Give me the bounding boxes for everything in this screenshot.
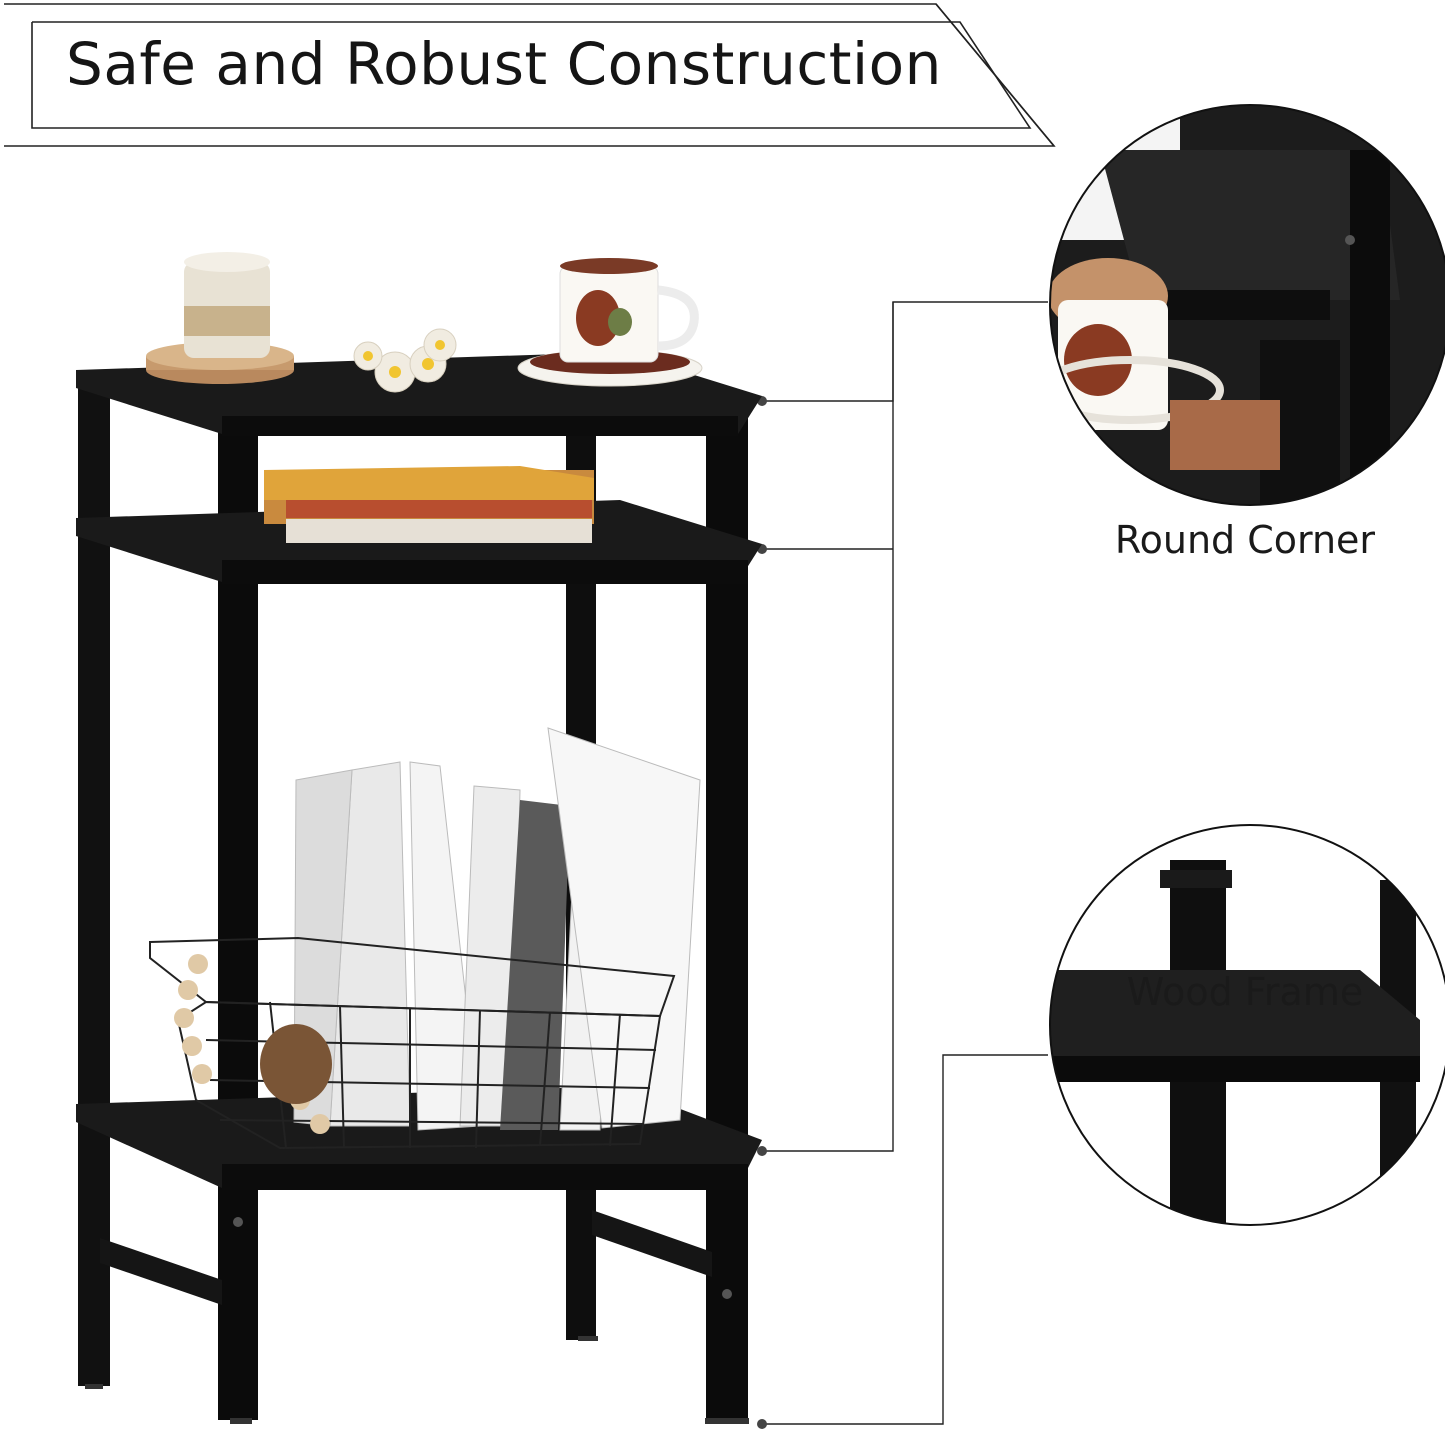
banner-frame bbox=[4, 3, 1056, 147]
coffee-cup bbox=[517, 258, 703, 387]
leader-dots bbox=[757, 396, 767, 1429]
zoom-circle-1-border bbox=[1049, 104, 1445, 506]
books bbox=[264, 466, 594, 543]
zoom-circle-2-border bbox=[1049, 824, 1445, 1226]
zoom-round-corner bbox=[1050, 105, 1445, 505]
leg-back-left bbox=[78, 380, 110, 1386]
pinecone bbox=[260, 1024, 332, 1104]
magazines bbox=[293, 727, 701, 1131]
leader-lines bbox=[762, 301, 1048, 1425]
page-title: Safe and Robust Construction bbox=[66, 30, 942, 98]
zoom-wood-frame bbox=[1050, 825, 1445, 1225]
candle bbox=[146, 252, 294, 384]
wood-frame-caption: Wood Frame bbox=[1126, 970, 1364, 1014]
flowers bbox=[353, 328, 457, 393]
round-corner-caption: Round Corner bbox=[1114, 518, 1376, 562]
leg-front-left bbox=[218, 420, 258, 1420]
